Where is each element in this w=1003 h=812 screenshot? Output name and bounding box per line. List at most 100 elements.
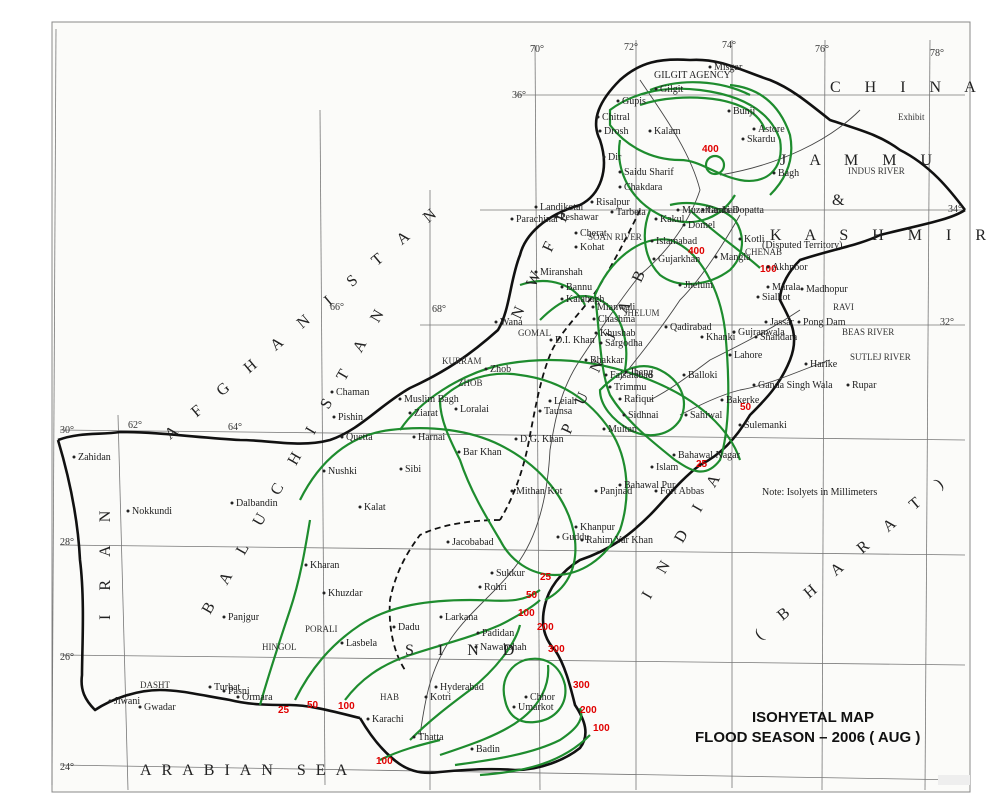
country-label-china: C H I N A [830,79,986,96]
river-label: HAB [380,692,399,702]
isohyet-bannu [519,280,586,306]
city-label: Misgar [714,62,743,73]
city-label: Bunji [733,106,755,117]
city-marker [797,320,801,324]
river-labels: INDUS RIVER RAVI BEAS RIVER SUTLEJ RIVER… [140,166,911,702]
city-label: Bakerke [726,395,760,406]
river-label: RAVI [833,302,854,312]
label-disputed-territory: (Disputed Territory) [762,240,842,251]
isohyet-islamabad-400 [643,202,743,286]
city-label: Dalbandin [236,498,278,509]
city-label: Kotri [430,692,451,703]
isohyet-50-south [294,589,541,701]
city-marker [574,231,578,235]
city-label: Zahidan [78,452,111,463]
city-marker [664,325,668,329]
city-label: Madhopur [806,284,848,295]
isohyet-central-punjab [593,238,730,473]
city-label: Kharan [310,560,339,571]
city-label: Panjnad [600,486,632,497]
river-label: GOMAL [518,328,551,338]
city-label: Ganda Singh Wala [758,380,833,391]
city-label: Guddu [562,532,589,543]
region-label-kashmir: K A S H M I R [770,227,996,244]
city-label: Mianwali [597,302,636,313]
city-marker [340,435,344,439]
isohyet-bhakkar [539,295,628,371]
grid-label: 66° [330,302,344,313]
city-label: Pishin [338,412,363,423]
isohyet-north-4 [729,83,793,196]
isohyet-label: 400 [688,246,705,257]
city-marker [592,317,596,321]
city-marker [574,245,578,249]
river-label: INDUS RIVER [848,166,905,176]
city-label: Marala [772,282,801,293]
city-label: Chashma [598,314,636,325]
isohyet-label: 100 [338,701,355,712]
city-marker [560,285,564,289]
city-label: Rahim Yar Khan [586,535,653,546]
city-label: Quetta [346,432,373,443]
city-marker [490,571,494,575]
city-marker [700,335,704,339]
isohyet-label: 50 [740,402,752,413]
city-label: Sibi [405,464,421,475]
city-marker [654,87,658,91]
city-marker [618,170,622,174]
city-marker [714,255,718,259]
map-note: Note: Isolyets in Millimeters [762,487,877,498]
city-label: Multan [608,424,637,435]
city-marker [392,625,396,629]
city-marker [672,453,676,457]
city-label: Pong Dam [803,317,846,328]
city-label: D.I. Khan [555,335,595,346]
city-label: Gwadar [144,702,176,713]
city-label: Risalpur [596,197,631,208]
city-label: Harike [810,359,838,370]
city-label: Cherat [580,228,607,239]
grid-label: 26° [60,652,74,663]
city-marker [701,208,705,212]
city-marker [549,338,553,342]
isohyet-label: 200 [580,705,597,716]
city-label: Rupar [852,380,877,391]
city-marker [457,450,461,454]
city-marker [594,489,598,493]
isohyet-peak-400 [704,154,726,176]
region-label-ampersand: & [832,192,854,209]
city-label: Sargodha [605,338,643,349]
city-label: Gilgit [660,84,684,95]
map-title-line-2: FLOOD SEASON – 2006 ( AUG ) [695,729,920,746]
city-label: Harnai [418,432,445,443]
city-marker [764,320,768,324]
label-gilgit-agency: GILGIT AGENCY [654,70,731,81]
city-label: Bahawal Pur [624,480,676,491]
city-label: Qadirabad [670,322,712,333]
city-marker [322,591,326,595]
city-label: Jhang [630,367,653,378]
city-label: Mangla [720,252,751,263]
city-label: Pasni [228,686,250,697]
city-label: Bhakkar [590,355,625,366]
river-label: BEAS RIVER [842,327,894,337]
city-marker [624,370,628,374]
city-label: Rafiqui [624,394,654,405]
city-label: Faisalabad [610,370,653,381]
city-marker [424,695,428,699]
city-marker [591,305,595,309]
city-marker [412,735,416,739]
city-label: Jacobabad [452,537,494,548]
territory-labels: GILGIT AGENCY (Disputed Territory) Exhib… [654,70,925,251]
city-marker [652,257,656,261]
isohyet-rafiqui [598,365,685,437]
isohyet-label: 100 [376,756,393,767]
city-marker [474,645,478,649]
city-label: Leiah [554,396,577,407]
city-marker [618,483,622,487]
city-label: Sahiwal [690,410,722,421]
isohyet-label: 100 [760,264,777,275]
river-label: SOAN RIVER [588,232,642,242]
label-exhibit: Exhibit [898,112,925,122]
city-marker [654,489,658,493]
